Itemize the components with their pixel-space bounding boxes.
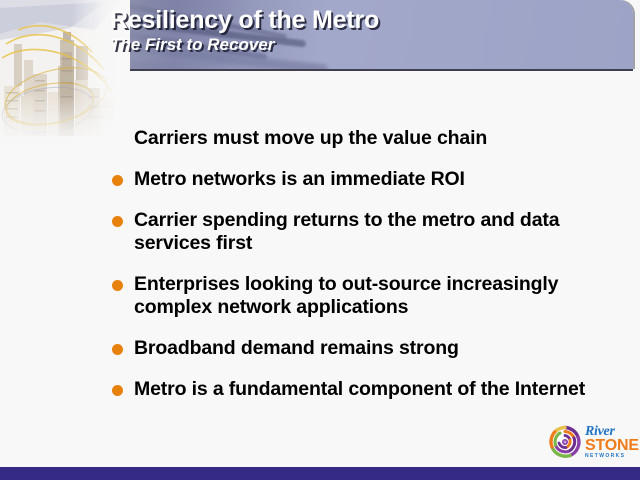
bullet-dot-icon	[112, 385, 123, 396]
list-item: Carriers must move up the value chain	[112, 127, 624, 150]
bullet-text: Metro is a fundamental component of the …	[134, 378, 586, 400]
slide-subtitle: The First to Recover	[110, 35, 275, 54]
logo-word-river: River	[585, 424, 615, 439]
bullet-dot-icon	[112, 134, 123, 145]
bullet-dot-icon	[112, 175, 123, 186]
list-item: Enterprises looking to out-source increa…	[112, 273, 624, 319]
bottom-accent-bar	[0, 467, 640, 480]
bullet-text: Broadband demand remains strong	[134, 337, 459, 359]
bullet-dot-icon	[112, 280, 123, 291]
bullet-text: Metro networks is an immediate ROI	[134, 168, 465, 190]
logo-wordmark: River STONE NETWORKS	[585, 425, 639, 459]
logo-word-stone: STONE	[585, 437, 639, 454]
bullet-list: Carriers must move up the value chain Me…	[112, 127, 624, 419]
list-item: Carrier spending returns to the metro an…	[112, 209, 624, 255]
list-item: Metro networks is an immediate ROI	[112, 168, 624, 191]
riverstone-swirl-icon	[549, 425, 581, 458]
bullet-text: Carriers must move up the value chain	[134, 127, 488, 149]
list-item: Metro is a fundamental component of the …	[112, 378, 624, 401]
bullet-dot-icon	[112, 216, 123, 227]
list-item: Broadband demand remains strong	[112, 337, 624, 360]
title-block: Resiliency of the Metro The First to Rec…	[110, 6, 379, 55]
bullet-dot-icon	[112, 344, 123, 355]
bullet-text: Enterprises looking to out-source increa…	[134, 273, 559, 318]
slide-title: Resiliency of the Metro	[110, 6, 380, 34]
riverstone-logo: River STONE NETWORKS	[548, 423, 639, 461]
bullet-text: Carrier spending returns to the metro an…	[134, 209, 560, 254]
logo-word-networks: NETWORKS	[585, 453, 626, 459]
